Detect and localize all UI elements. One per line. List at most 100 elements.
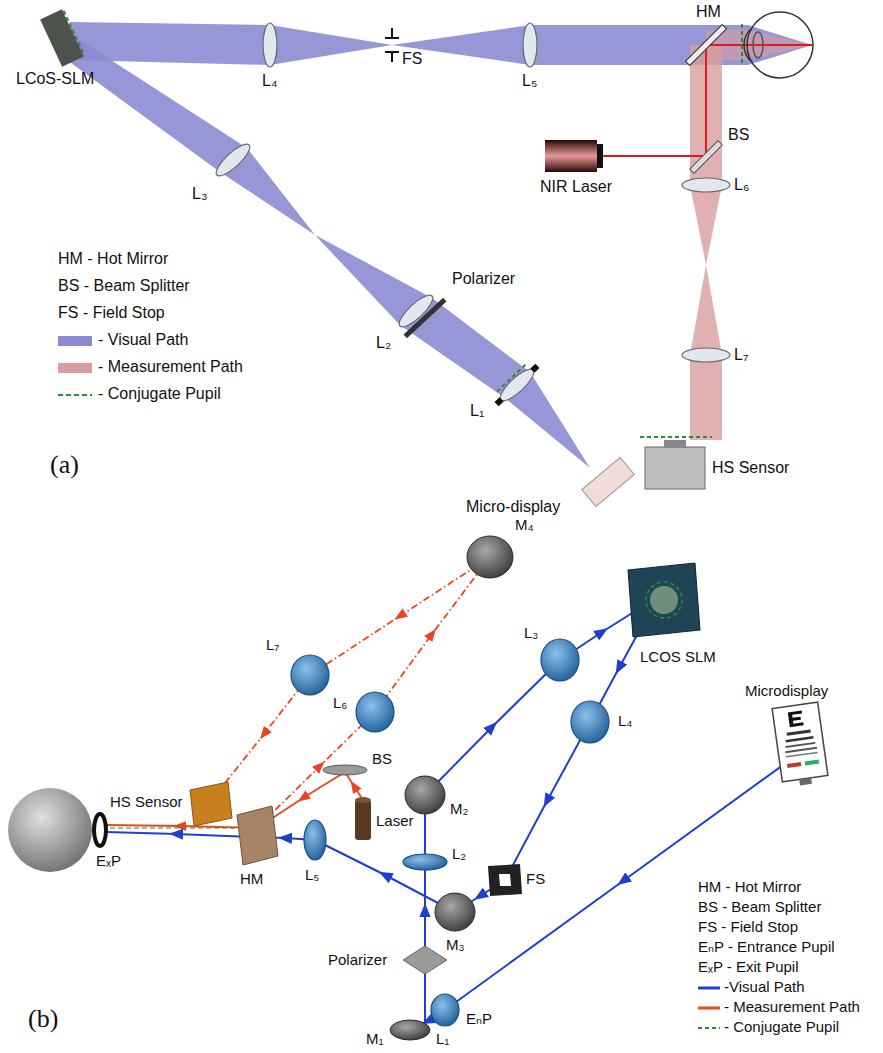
component-label: L₅: [305, 866, 319, 883]
slm-panel: [650, 586, 678, 614]
visual-ray: [315, 840, 455, 912]
component-label: HS Sensor: [712, 459, 789, 477]
legend-sample: [58, 394, 92, 396]
microdisplay: [787, 729, 811, 735]
component-label: L₂: [376, 334, 391, 352]
mirror: [390, 536, 513, 1040]
field-stop: [488, 864, 522, 896]
lens: [431, 994, 459, 1026]
eye: [744, 28, 752, 62]
laser-ray: [600, 45, 812, 156]
legend-text: HM - Hot Mirror: [58, 250, 168, 268]
legend-text: - Measurement Path: [724, 998, 860, 1015]
panel-label: (b): [28, 1004, 58, 1034]
aperture-stop: [530, 364, 539, 373]
lens: [682, 178, 730, 192]
microdisplay: [787, 762, 801, 768]
component-label: M₂: [450, 800, 468, 817]
microdisplay: [799, 778, 812, 786]
hs-sensor: [640, 436, 712, 438]
legend-sample: [698, 987, 720, 990]
lens: [291, 655, 329, 695]
measurement-beam: [690, 30, 812, 440]
microdisplay: [805, 760, 819, 766]
laser: [355, 800, 371, 840]
legend-text: HM - Hot Mirror: [698, 878, 801, 895]
aperture-stop: [496, 365, 525, 392]
lens: [304, 820, 326, 860]
measurement-ray: [345, 772, 363, 800]
measurement-ray: [106, 825, 258, 828]
component-label: L₁: [436, 1030, 449, 1047]
mirror: [467, 536, 513, 578]
mirror: [435, 893, 475, 931]
mirror: [405, 776, 445, 814]
panel-label: (a): [50, 450, 79, 480]
measurement-beam: [690, 355, 722, 440]
lens: [291, 639, 609, 1026]
component-label: L₃: [524, 624, 538, 641]
legend-text: -Visual Path: [724, 978, 805, 995]
legend-text: BS - Beam Splitter: [698, 898, 821, 915]
micro-display: [582, 458, 634, 507]
component-label: LCoS-SLM: [16, 70, 94, 88]
legend-text: - Conjugate Pupil: [724, 1018, 839, 1035]
legend-text: - Measurement Path: [98, 358, 243, 376]
component-label: L₇: [734, 346, 748, 364]
component-label: FS: [526, 870, 545, 887]
hs-sensor: [640, 437, 712, 489]
slm-panel: [40, 9, 84, 66]
microdisplay: [786, 736, 814, 742]
component-label: M₃: [446, 936, 465, 953]
return-ray: [310, 557, 490, 675]
component-label: Polarizer: [328, 951, 387, 968]
component-label: L₆: [734, 176, 749, 194]
aperture-stop: [494, 397, 503, 406]
lens: [523, 23, 537, 67]
microdisplay: [786, 752, 818, 758]
legend-text: - Visual Path: [98, 331, 188, 349]
microdisplay: [788, 710, 804, 727]
visual-ray: [425, 660, 560, 795]
measurement-beam: [690, 185, 722, 265]
aperture-stop: [490, 359, 539, 406]
legend-text: EₓP - Exit Pupil: [698, 958, 799, 975]
field-stop: [499, 874, 511, 886]
hs-sensor: [190, 782, 232, 826]
component-label: L₄: [262, 72, 277, 90]
component-label: FS: [402, 50, 422, 68]
return-ray: [375, 557, 490, 712]
conjugate-pupil: [741, 24, 743, 66]
legend-swatch: [58, 336, 92, 346]
legend-sample: [698, 1007, 720, 1010]
slm-panel: [64, 11, 84, 55]
component-label: BS: [372, 750, 392, 767]
beam-splitter: [323, 765, 367, 775]
nir-laser: [545, 140, 603, 172]
eye: [747, 12, 813, 78]
legend-text: FS - Field Stop: [58, 304, 165, 322]
eye: [753, 32, 763, 58]
lens: [403, 854, 447, 870]
component-label: M₄: [515, 516, 534, 533]
lens: [496, 365, 538, 405]
component-label: L₇: [266, 636, 280, 653]
component-label: EₓP: [96, 852, 121, 869]
component-label: EₙP: [466, 1010, 492, 1027]
measurement-ray: [106, 772, 363, 828]
hot-mirror: [237, 806, 278, 865]
mirror: [390, 1020, 430, 1040]
component-label: L₄: [618, 712, 632, 729]
component-label: LCOS SLM: [640, 648, 716, 665]
hs-sensor: [645, 447, 705, 489]
beam-splitter: [690, 141, 723, 174]
legend-sample: [698, 988, 720, 1028]
component-label: Polarizer: [452, 270, 515, 288]
field-stop: [385, 28, 399, 62]
visual-ray: [424, 805, 426, 1025]
exit-pupil: [94, 814, 106, 846]
visual-ray: [106, 605, 790, 1028]
microdisplay: [785, 747, 817, 753]
conjugate-pupil: [110, 827, 236, 828]
